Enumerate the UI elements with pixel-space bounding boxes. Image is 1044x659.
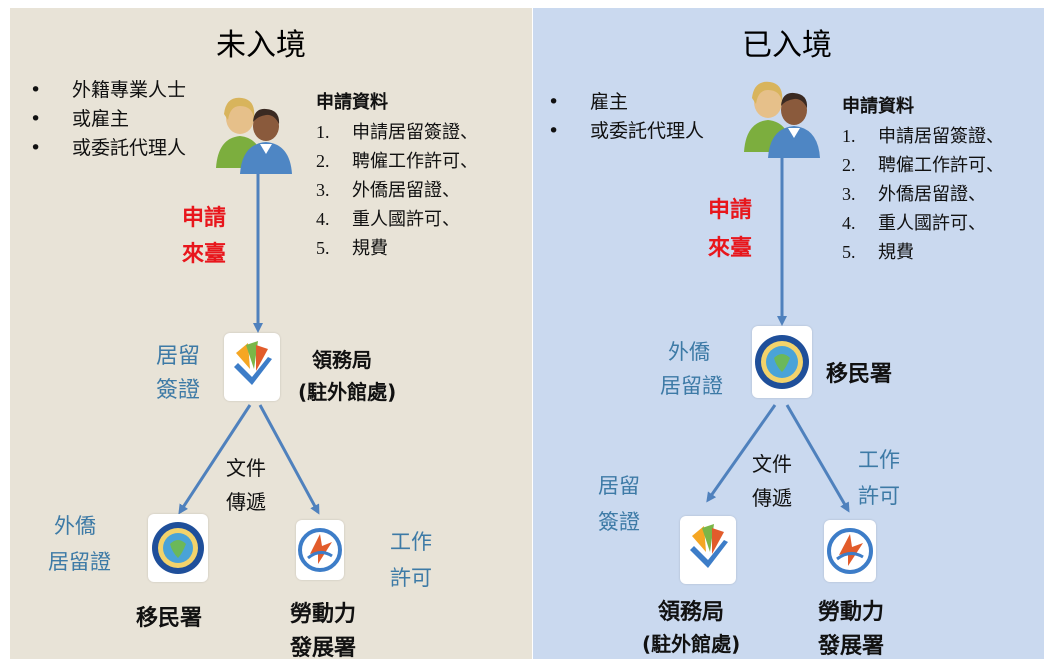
consular-affairs-logo-icon bbox=[224, 333, 280, 401]
immigration-agency-seal-icon bbox=[148, 514, 208, 582]
right-doc-transfer-2: 傳遞 bbox=[752, 486, 792, 510]
people-icon bbox=[738, 72, 824, 158]
right-arrow-to-labor bbox=[785, 404, 850, 513]
right-docs-heading: 申請資料 bbox=[842, 96, 914, 117]
right-labor-name-2: 發展署 bbox=[818, 634, 885, 659]
list-item: 3.外僑居留證、 bbox=[842, 184, 986, 205]
left-consulate-name-1: 領務局 bbox=[312, 348, 372, 372]
left-arc-label-1: 外僑 bbox=[54, 514, 96, 538]
right-applicant-list: 雇主 或委託代理人 bbox=[548, 88, 704, 146]
right-docs-list: 1.申請居留簽證、 2.聘僱工作許可、 3.外僑居留證、 4.重人國許可、 5.… bbox=[842, 122, 1004, 267]
right-visa-label-2: 簽證 bbox=[598, 510, 640, 534]
left-docs-heading: 申請資料 bbox=[316, 92, 388, 113]
list-item: 4.重人國許可、 bbox=[842, 213, 986, 234]
left-consulate-name-2: (駐外館處) bbox=[298, 380, 397, 404]
left-work-label-2: 許可 bbox=[390, 566, 432, 590]
right-title: 已入境 bbox=[742, 28, 832, 63]
list-item: 5.規費 bbox=[316, 238, 388, 259]
list-item: 或委託代理人 bbox=[548, 117, 704, 146]
left-labor-name-1: 勞動力 bbox=[290, 602, 357, 627]
right-visa-label-1: 居留 bbox=[598, 474, 640, 498]
left-apply-label-2: 來臺 bbox=[182, 242, 227, 267]
right-work-label-1: 工作 bbox=[858, 448, 900, 472]
right-apply-label-2: 來臺 bbox=[708, 236, 753, 261]
left-doc-transfer-2: 傳遞 bbox=[226, 490, 266, 514]
list-item: 1.申請居留簽證、 bbox=[842, 126, 1004, 147]
list-item: 1.申請居留簽證、 bbox=[316, 122, 478, 143]
right-work-label-2: 許可 bbox=[858, 484, 900, 508]
list-item: 2.聘僱工作許可、 bbox=[842, 155, 1004, 176]
right-labor-name-1: 勞動力 bbox=[818, 600, 885, 625]
right-arrow-to-consulate bbox=[706, 404, 777, 503]
right-immigration-name: 移民署 bbox=[826, 362, 893, 387]
left-arrow-to-immigration bbox=[178, 404, 252, 515]
right-arc-label-1: 外僑 bbox=[668, 340, 710, 364]
list-item: 5.規費 bbox=[842, 242, 914, 263]
workforce-agency-logo-icon bbox=[824, 520, 876, 582]
list-item: 3.外僑居留證、 bbox=[316, 180, 460, 201]
right-doc-transfer-1: 文件 bbox=[752, 452, 792, 476]
people-icon bbox=[210, 88, 296, 174]
list-item: 或委託代理人 bbox=[30, 134, 186, 163]
right-arc-label-2: 居留證 bbox=[660, 374, 723, 398]
left-title: 未入境 bbox=[216, 28, 306, 63]
list-item: 或雇主 bbox=[30, 105, 186, 134]
left-work-label-1: 工作 bbox=[390, 530, 432, 554]
left-visa-label-2: 簽證 bbox=[156, 378, 201, 403]
list-item: 雇主 bbox=[548, 88, 704, 117]
list-item: 4.重人國許可、 bbox=[316, 209, 460, 230]
right-consulate-name-1: 領務局 bbox=[658, 600, 725, 625]
immigration-agency-seal-icon bbox=[752, 326, 812, 398]
workforce-agency-logo-icon bbox=[296, 520, 344, 580]
left-apply-label-1: 申請 bbox=[182, 206, 227, 231]
left-docs-list: 1.申請居留簽證、 2.聘僱工作許可、 3.外僑居留證、 4.重人國許可、 5.… bbox=[316, 118, 478, 263]
left-doc-transfer-1: 文件 bbox=[226, 456, 266, 480]
list-item: 2.聘僱工作許可、 bbox=[316, 151, 478, 172]
list-item: 外籍專業人士 bbox=[30, 76, 186, 105]
left-immigration-name: 移民署 bbox=[136, 606, 203, 631]
right-consulate-name-2: (駐外館處) bbox=[642, 632, 741, 656]
left-arc-label-2: 居留證 bbox=[48, 550, 111, 574]
right-apply-label-1: 申請 bbox=[708, 198, 753, 223]
left-visa-label-1: 居留 bbox=[156, 344, 201, 369]
left-applicant-list: 外籍專業人士 或雇主 或委託代理人 bbox=[30, 76, 186, 163]
left-labor-name-2: 發展署 bbox=[290, 636, 357, 659]
consular-affairs-logo-icon bbox=[680, 516, 736, 584]
left-arrow-to-labor bbox=[258, 404, 320, 515]
